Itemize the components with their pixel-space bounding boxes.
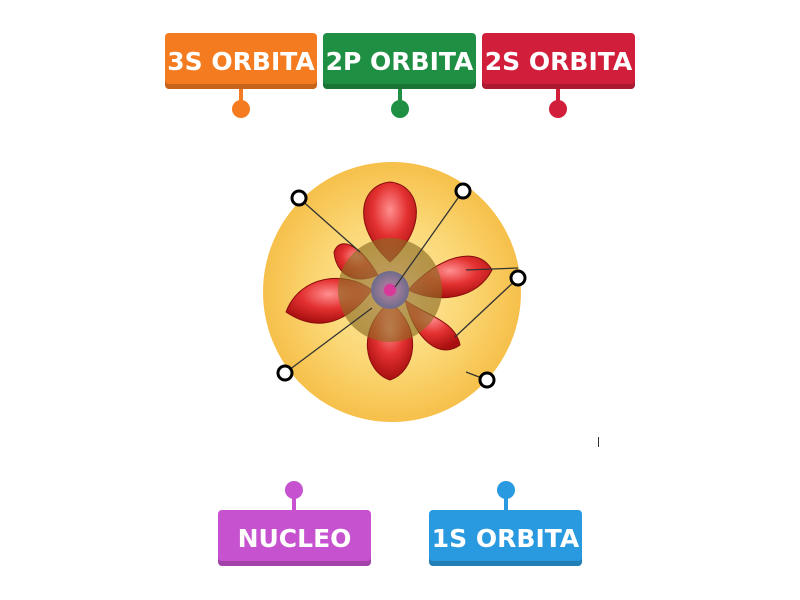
label-2p-pin-stem <box>398 89 402 103</box>
leader-line-3 <box>465 267 519 271</box>
label-1s-orbita[interactable]: 1S ORBITA <box>429 510 582 566</box>
label-nucleo-pin-dot <box>285 481 303 499</box>
label-1s-orbita-text: 1S ORBITA <box>431 523 580 553</box>
label-2s-pin-dot <box>549 100 567 118</box>
leader-line-4 <box>454 277 519 338</box>
text-cursor-icon <box>598 437 599 447</box>
label-2p-orbita-text: 2P ORBITA <box>325 46 474 76</box>
label-1s-pin-dot <box>497 481 515 499</box>
label-nucleo-pin-stem <box>292 497 296 511</box>
label-3s-pin-dot <box>232 100 250 118</box>
label-nucleo-text: NUCLEO <box>237 523 352 553</box>
drop-target-3[interactable] <box>509 269 527 287</box>
label-nucleo[interactable]: NUCLEO <box>218 510 371 566</box>
label-3s-pin-stem <box>239 89 243 103</box>
drop-target-2[interactable] <box>454 182 472 200</box>
leader-line-1 <box>298 197 361 253</box>
drop-target-1[interactable] <box>290 189 308 207</box>
nucleus <box>384 284 396 296</box>
drop-target-4[interactable] <box>276 364 294 382</box>
label-3s-orbita[interactable]: 3S ORBITA <box>165 33 317 89</box>
label-2s-orbita-text: 2S ORBITA <box>484 46 633 76</box>
label-2p-pin-dot <box>391 100 409 118</box>
label-1s-pin-stem <box>504 497 508 511</box>
drop-target-5[interactable] <box>478 371 496 389</box>
label-2s-orbita[interactable]: 2S ORBITA <box>482 33 635 89</box>
label-2s-pin-stem <box>556 89 560 103</box>
label-2p-orbita[interactable]: 2P ORBITA <box>323 33 476 89</box>
label-3s-orbita-text: 3S ORBITA <box>167 46 315 76</box>
leader-line-2 <box>394 190 464 288</box>
leader-line-5 <box>284 307 373 374</box>
